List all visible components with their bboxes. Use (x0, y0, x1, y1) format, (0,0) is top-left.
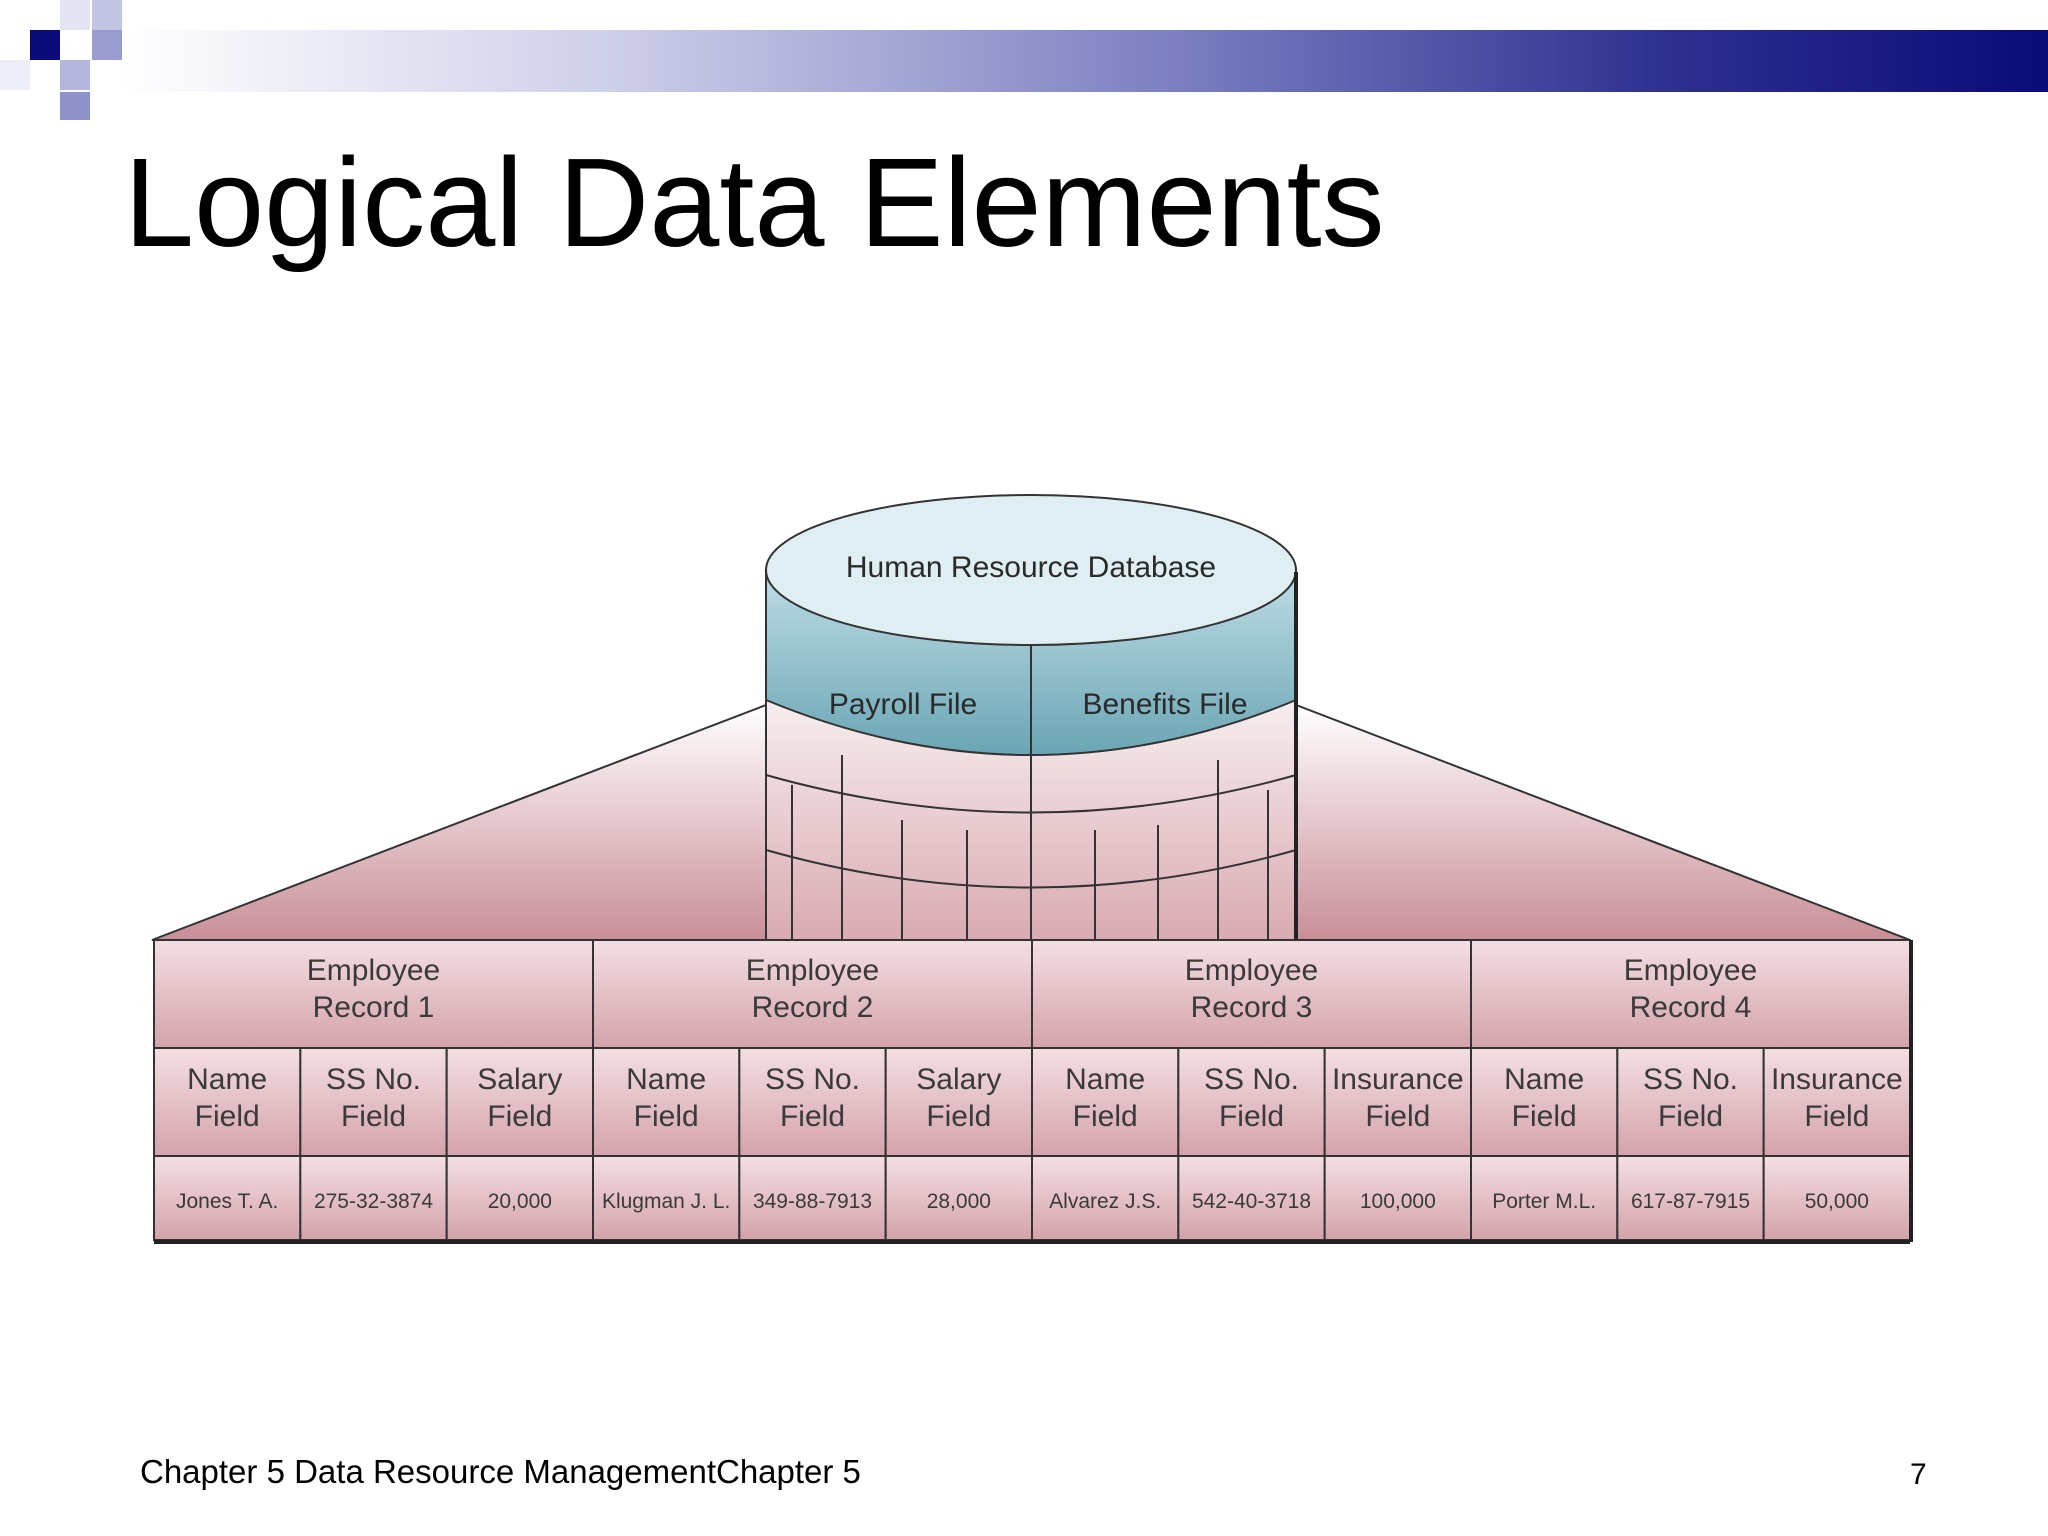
field-name-cell (299, 1047, 448, 1157)
slide-title: Logical Data Elements (124, 132, 1385, 273)
field-label-line1: Name (1065, 1063, 1145, 1096)
logo-square (92, 30, 122, 60)
field-name-cell (1762, 1047, 1911, 1157)
benefits-file-label: Benefits File (1082, 688, 1247, 721)
record-label-line2: Record 4 (1630, 991, 1752, 1024)
field-label-line1: SS No. (326, 1063, 421, 1096)
field-label-line1: Name (187, 1063, 267, 1096)
field-label-line1: SS No. (765, 1063, 860, 1096)
field-name-cell (738, 1047, 887, 1157)
record-label-line1: Employee (307, 954, 440, 987)
database-label: Human Resource Database (846, 551, 1216, 584)
logo-square (92, 0, 122, 30)
logo-square (0, 60, 30, 90)
field-value-cell (1031, 1155, 1180, 1241)
field-label-line1: SS No. (1643, 1063, 1738, 1096)
field-name-cell (153, 1047, 302, 1157)
logo-square (60, 92, 90, 120)
field-value-cell (299, 1155, 448, 1241)
field-value: 275-32-3874 (314, 1190, 433, 1213)
record-label-line1: Employee (746, 954, 879, 987)
field-label-line2: Field (1804, 1100, 1869, 1133)
field-value: 349-88-7913 (753, 1190, 872, 1213)
record-header-cell (1031, 939, 1472, 1049)
field-label-line1: Name (626, 1063, 706, 1096)
payroll-file-label: Payroll File (829, 688, 977, 721)
field-label-line2: Field (1658, 1100, 1723, 1133)
field-label-line1: Name (1504, 1063, 1584, 1096)
page-number: 7 (1910, 1458, 1927, 1491)
field-name-cell (445, 1047, 594, 1157)
field-value-cell (445, 1155, 594, 1241)
field-value: 20,000 (488, 1190, 552, 1213)
field-value-cell (1762, 1155, 1911, 1241)
field-value: 542-40-3718 (1192, 1190, 1311, 1213)
field-label-line2: Field (1365, 1100, 1430, 1133)
field-value-cell (884, 1155, 1034, 1241)
record-label-line1: Employee (1185, 954, 1318, 987)
field-value: Klugman J. L. (602, 1190, 730, 1213)
field-value-cell (592, 1155, 741, 1241)
header-bar (0, 0, 2048, 120)
record-label-line1: Employee (1624, 954, 1757, 987)
field-value: 50,000 (1805, 1190, 1869, 1213)
field-label-line1: Salary (916, 1063, 1001, 1096)
field-value-cell (1177, 1155, 1326, 1241)
record-label-line2: Record 1 (313, 991, 435, 1024)
footer-chapter: Chapter 5 Data Resource ManagementChapte… (140, 1453, 861, 1490)
field-label-line2: Field (1219, 1100, 1284, 1133)
field-name-cell (884, 1047, 1034, 1157)
field-label-line2: Field (780, 1100, 845, 1133)
header-gradient (120, 30, 2048, 92)
field-label-line2: Field (1073, 1100, 1138, 1133)
field-label-line2: Field (487, 1100, 552, 1133)
field-label-line2: Field (341, 1100, 406, 1133)
field-value: 28,000 (927, 1190, 991, 1213)
field-label-line1: Salary (477, 1063, 562, 1096)
field-value-cell (1470, 1155, 1619, 1241)
field-label-line2: Field (634, 1100, 699, 1133)
field-label-line1: SS No. (1204, 1063, 1299, 1096)
field-label-line1: Insurance (1771, 1063, 1903, 1096)
cylinder-top (765, 494, 1297, 646)
field-value: 617-87-7915 (1631, 1190, 1750, 1213)
field-name-cell (1470, 1047, 1619, 1157)
field-value: Porter M.L. (1492, 1190, 1596, 1213)
logo-square (60, 0, 90, 30)
field-value: Jones T. A. (176, 1190, 278, 1213)
field-name-cell (592, 1047, 741, 1157)
field-value: 100,000 (1360, 1190, 1436, 1213)
logo-square-dark (30, 30, 60, 60)
logo-square (60, 60, 90, 90)
field-label-line2: Field (926, 1100, 991, 1133)
field-value: Alvarez J.S. (1049, 1190, 1161, 1213)
field-label-line1: Insurance (1332, 1063, 1464, 1096)
field-label-line2: Field (195, 1100, 260, 1133)
field-name-cell (1031, 1047, 1180, 1157)
record-label-line2: Record 3 (1191, 991, 1313, 1024)
record-header-cell (592, 939, 1033, 1049)
field-label-line2: Field (1512, 1100, 1577, 1133)
record-label-line2: Record 2 (752, 991, 874, 1024)
field-name-cell (1177, 1047, 1326, 1157)
